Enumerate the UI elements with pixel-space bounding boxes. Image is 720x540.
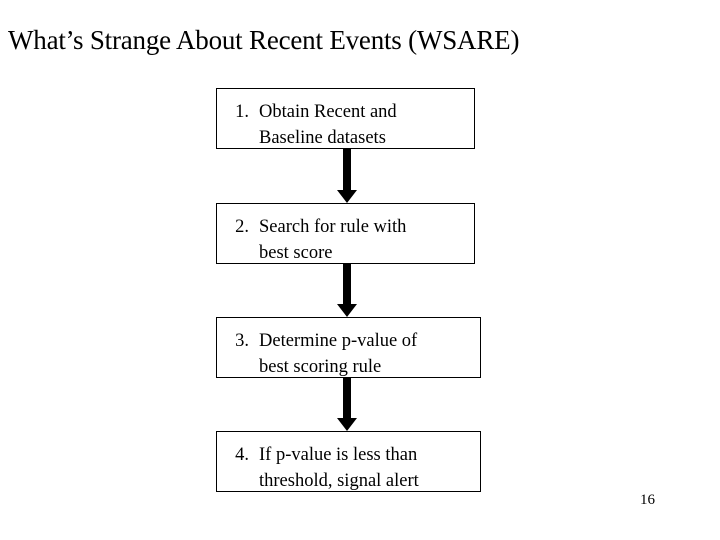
flow-step-4[interactable]: 4. If p-value is less than threshold, si… [216,431,481,492]
flow-step-3-content: 3. Determine p-value of best scoring rul… [227,328,468,381]
arrow-step2-to-step3 [337,264,357,317]
flow-step-2[interactable]: 2. Search for rule with best score [216,203,475,264]
flow-step-2-content: 2. Search for rule with best score [227,214,462,267]
flow-step-1-content: 1. Obtain Recent and Baseline datasets [227,99,462,152]
arrow-step1-to-step2 [337,149,357,203]
arrow-shaft [343,378,351,418]
flow-step-2-number: 2. [235,217,249,237]
flow-step-3-text: Determine p-value of best scoring rule [259,328,468,381]
flow-step-3[interactable]: 3. Determine p-value of best scoring rul… [216,317,481,378]
flow-step-1-text: Obtain Recent and Baseline datasets [259,99,462,152]
flow-step-2-text: Search for rule with best score [259,214,462,267]
flow-step-3-line2: best scoring rule [259,357,382,378]
arrow-shaft [343,149,351,190]
flow-step-2-line2: best score [259,243,333,264]
flow-step-1-line1: Obtain Recent and [259,102,397,122]
arrow-head-icon [337,304,357,317]
flow-step-1-number: 1. [235,102,249,122]
flow-step-3-number: 3. [235,331,249,351]
arrow-head-icon [337,418,357,431]
page-number: 16 [640,492,655,508]
flow-step-4-line2: threshold, signal alert [259,471,419,492]
flow-step-4-number: 4. [235,445,249,465]
flow-step-3-line1: Determine p-value of [259,331,418,351]
arrow-step3-to-step4 [337,378,357,431]
flow-step-1[interactable]: 1. Obtain Recent and Baseline datasets [216,88,475,149]
flow-step-4-content: 4. If p-value is less than threshold, si… [227,442,468,495]
flow-step-1-line2: Baseline datasets [259,128,386,149]
flow-step-4-line1: If p-value is less than [259,445,418,465]
flow-step-2-line1: Search for rule with [259,217,407,237]
arrow-head-icon [337,190,357,203]
flow-step-4-text: If p-value is less than threshold, signa… [259,442,468,495]
arrow-shaft [343,264,351,304]
page-title: What’s Strange About Recent Events (WSAR… [8,25,520,55]
